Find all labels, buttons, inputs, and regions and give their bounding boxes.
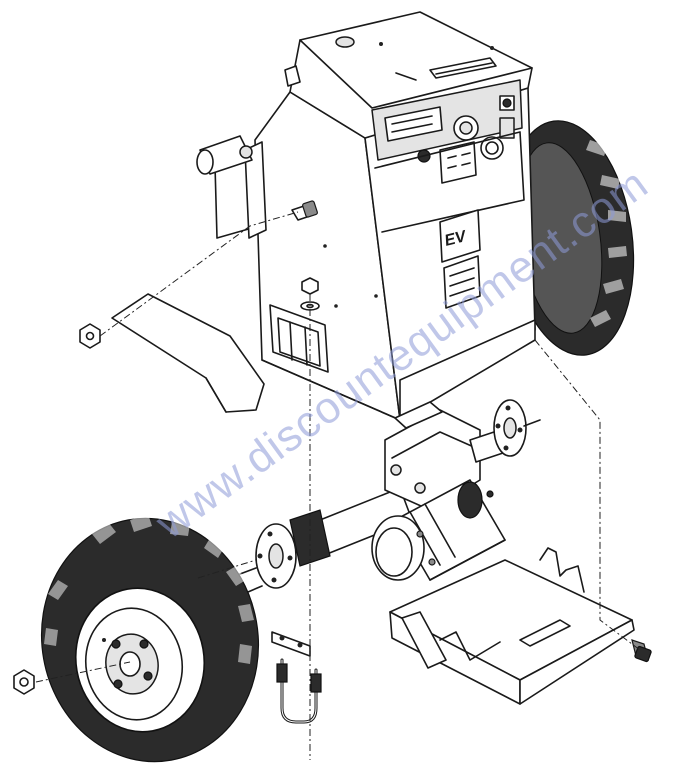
brand-logo: EV <box>439 209 481 309</box>
top-plate-hole-icon <box>335 36 355 48</box>
left-fender <box>111 293 265 413</box>
wheel-lug-nut <box>13 669 35 695</box>
assembly-guide-lines <box>35 211 641 760</box>
fender-nut <box>79 323 101 349</box>
fender-bolt <box>291 200 318 221</box>
control-panel <box>417 95 515 184</box>
rear-right-wheel <box>505 120 635 356</box>
tray-bolt <box>631 639 652 663</box>
front-left-wheel <box>40 514 260 763</box>
logo-text: EV <box>443 228 469 250</box>
battery-tray <box>389 547 635 705</box>
gauge-dial-icon <box>480 136 504 160</box>
u-bolt-clamp <box>271 631 322 724</box>
transaxle-assembly <box>239 399 541 593</box>
drive-motor <box>371 479 506 581</box>
clamp-plate <box>271 631 311 657</box>
main-body-housing: EV <box>196 11 536 421</box>
